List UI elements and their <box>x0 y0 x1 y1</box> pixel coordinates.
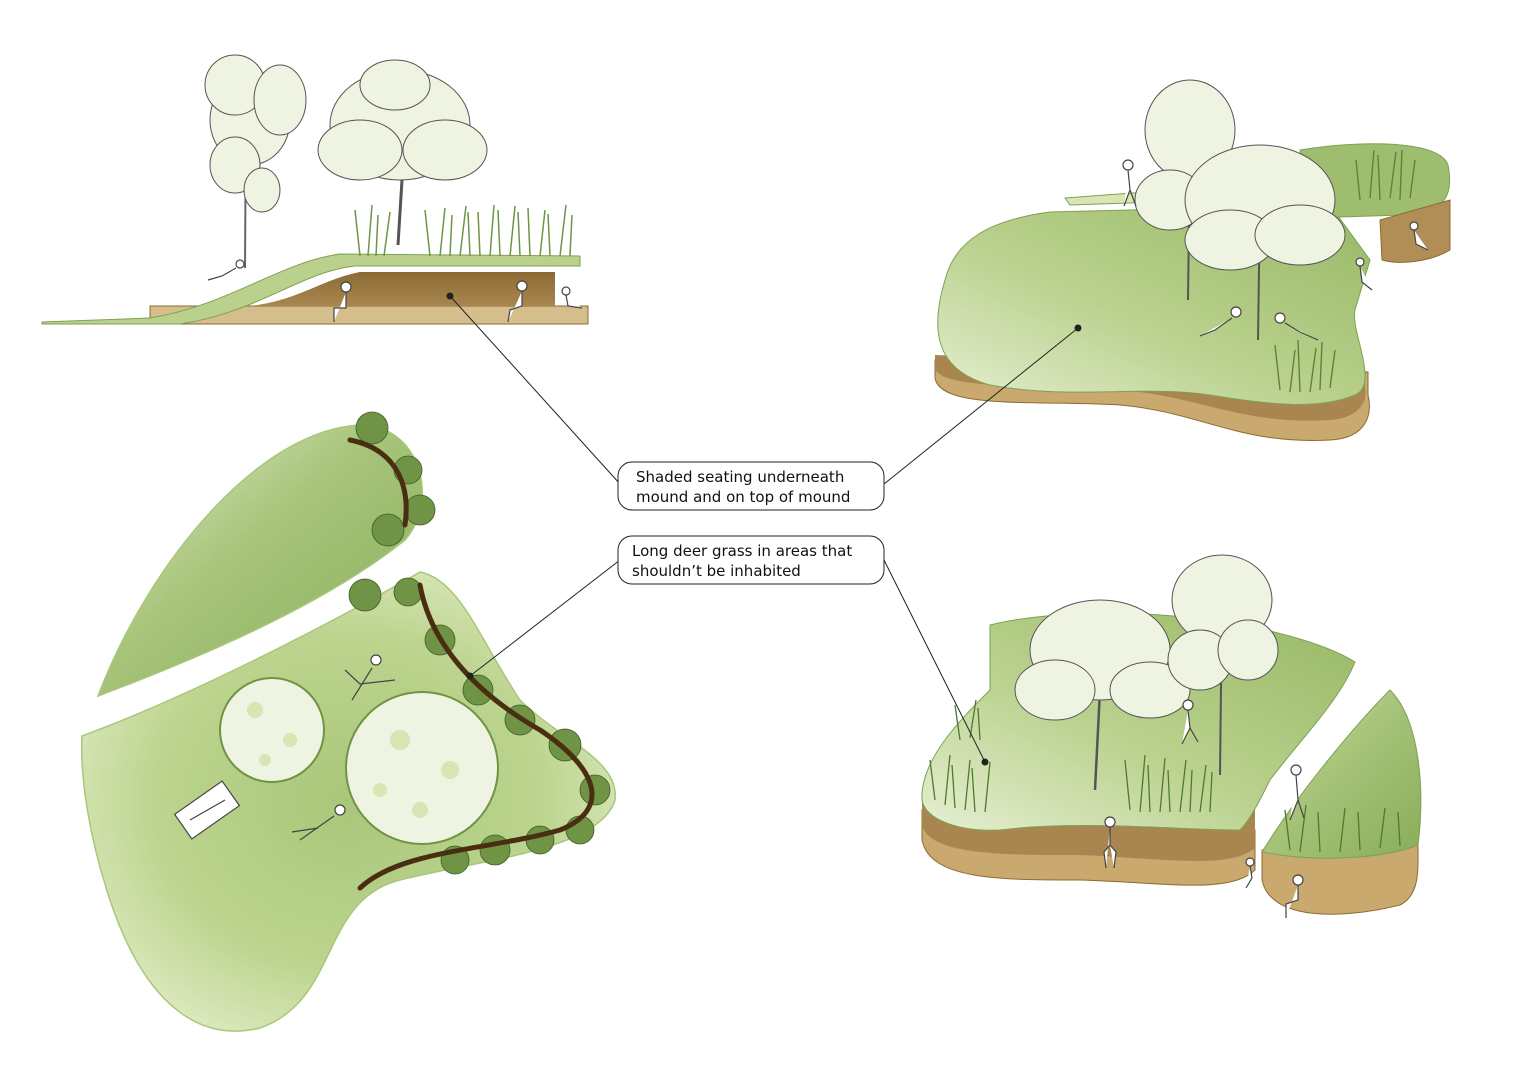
callout-line: Shaded seating underneath <box>636 468 844 486</box>
callout-line: shouldn’t be inhabited <box>632 562 801 580</box>
tree-icon <box>317 59 488 246</box>
person-walking-icon <box>1122 159 1137 207</box>
axonometric-view-1 <box>934 79 1451 442</box>
person-sitting-icon <box>1103 816 1117 869</box>
axo2-leaf-piece <box>1261 689 1422 859</box>
leader-lines <box>446 292 1082 766</box>
callout-shaded-seating: Shaded seating underneath mound and on t… <box>617 461 885 511</box>
deer-grass-icon <box>929 699 1401 853</box>
person-walking-icon <box>1245 857 1255 889</box>
person-sitting-icon <box>1355 257 1373 291</box>
callout-deer-grass: Long deer grass in areas that shouldn’t … <box>617 535 885 585</box>
deer-grass-icon <box>1274 149 1416 393</box>
leader-line-axo1 <box>883 327 1079 485</box>
section-green-slope <box>41 253 581 325</box>
plan-view <box>81 411 616 1032</box>
tree-icon <box>1167 554 1279 776</box>
leader-line-axo2 <box>883 559 986 763</box>
axonometric-view-2 <box>921 554 1422 918</box>
person-walking-icon <box>1289 764 1305 821</box>
person-sitting-icon <box>561 286 583 309</box>
person-lying-icon <box>1199 306 1242 337</box>
person-lying-icon <box>344 654 396 701</box>
tree-icon <box>219 677 325 783</box>
callout-line: mound and on top of mound <box>636 488 850 506</box>
person-lying-icon <box>291 804 346 841</box>
tree-icon <box>345 691 499 845</box>
tree-icon <box>204 54 307 269</box>
leader-line-section <box>449 295 621 485</box>
callout-box <box>617 535 885 585</box>
deer-grass-icon <box>348 411 611 875</box>
plan-path <box>347 437 409 528</box>
person-sitting-icon <box>1409 221 1429 251</box>
person-sitting-icon <box>333 281 352 322</box>
person-walking-icon <box>1181 699 1199 745</box>
person-lying-icon <box>1274 312 1319 341</box>
person-sitting-icon <box>507 280 528 323</box>
tree-icon <box>1014 599 1191 791</box>
tree-icon <box>1184 144 1346 341</box>
section-view <box>41 54 589 325</box>
person-sitting-icon <box>1285 874 1304 918</box>
section-shaded-void <box>250 272 555 306</box>
plan-path <box>357 582 595 891</box>
person-lying-icon <box>207 259 245 281</box>
callout-line: Long deer grass in areas that <box>632 542 852 560</box>
callout-box <box>617 461 885 511</box>
deer-grass-icon <box>354 204 573 257</box>
leader-line-plan <box>469 559 621 677</box>
section-soil-base <box>149 305 589 325</box>
person-lying-icon <box>173 780 241 840</box>
